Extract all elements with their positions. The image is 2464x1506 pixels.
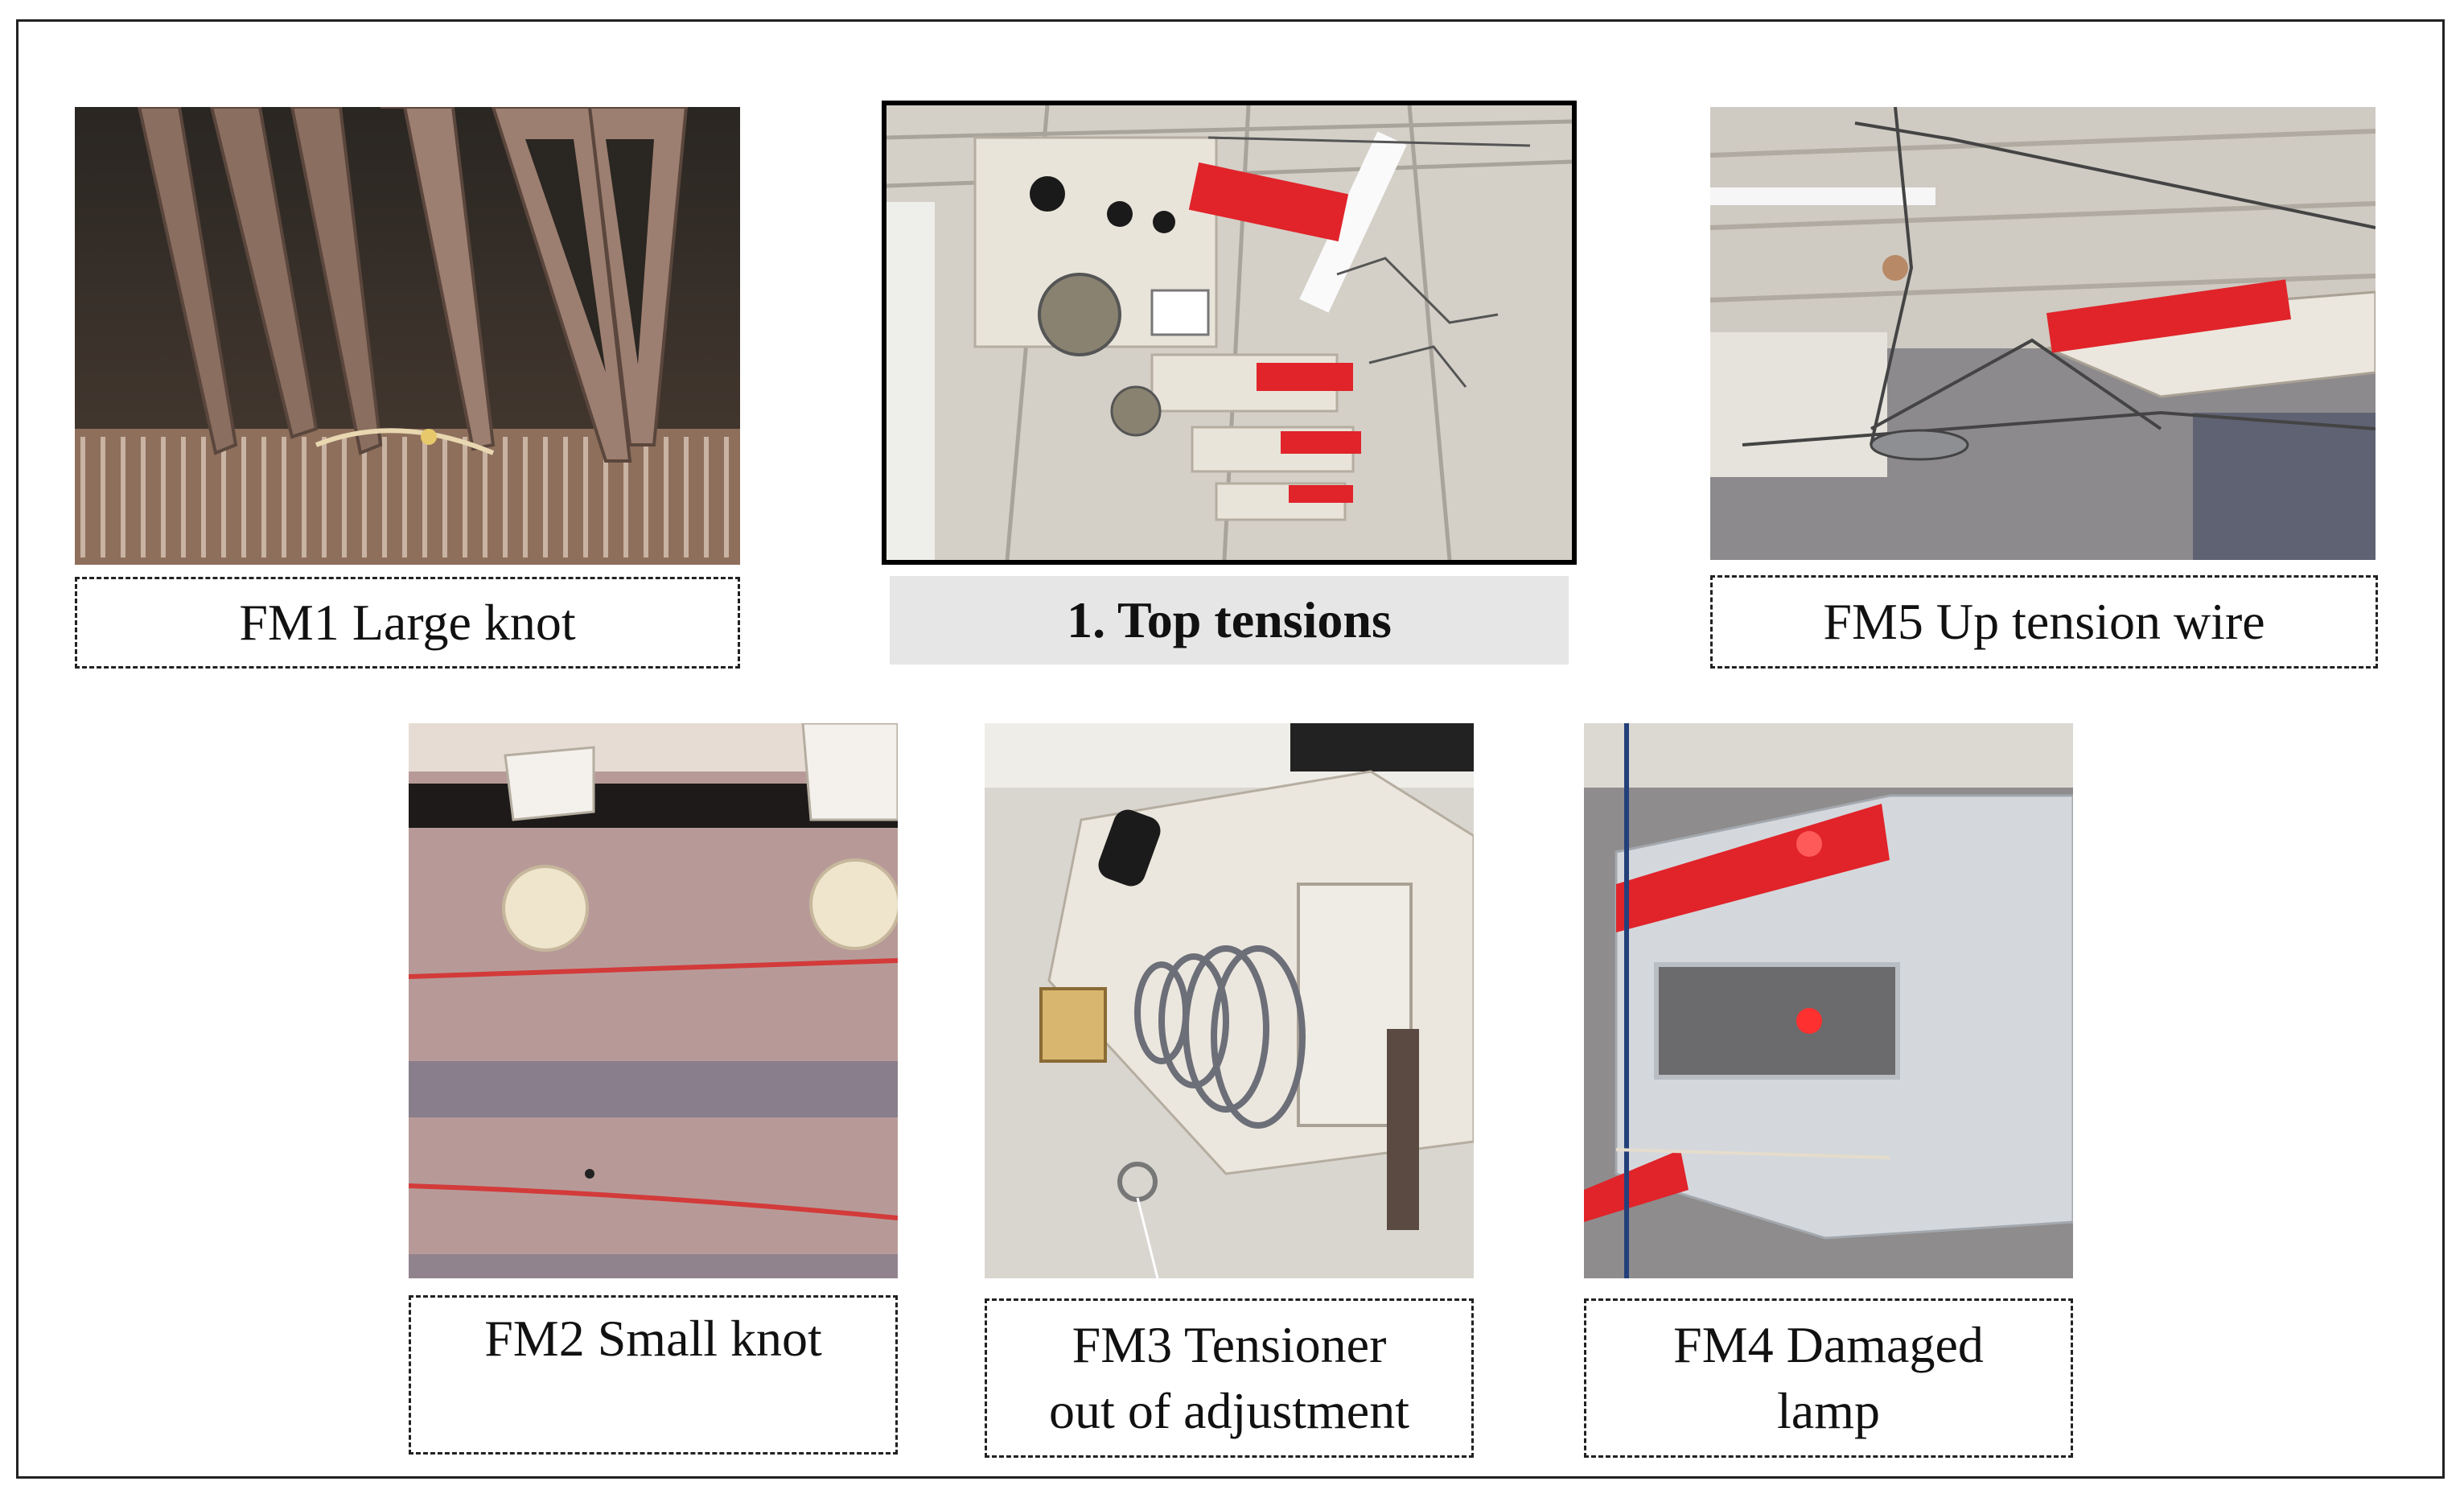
fm3-tensioner-photo (985, 723, 1474, 1278)
fm5-caption: FM5 Up tension wire (1710, 575, 2378, 669)
top-tensions-photo (882, 101, 1577, 565)
fm1-caption: FM1 Large knot (75, 577, 740, 669)
fm5-up-tension-wire-photo (1710, 107, 2376, 560)
fm3-caption: FM3 Tensioner out of adjustment (985, 1298, 1474, 1458)
top-tensions-title: 1. Top tensions (890, 576, 1569, 665)
fm2-small-knot-photo (409, 723, 898, 1278)
fm1-large-knot-photo (75, 107, 740, 565)
fm2-caption: FM2 Small knot (409, 1295, 898, 1455)
fm4-caption: FM4 Damaged lamp (1584, 1298, 2073, 1458)
fm4-damaged-lamp-photo (1584, 723, 2073, 1278)
